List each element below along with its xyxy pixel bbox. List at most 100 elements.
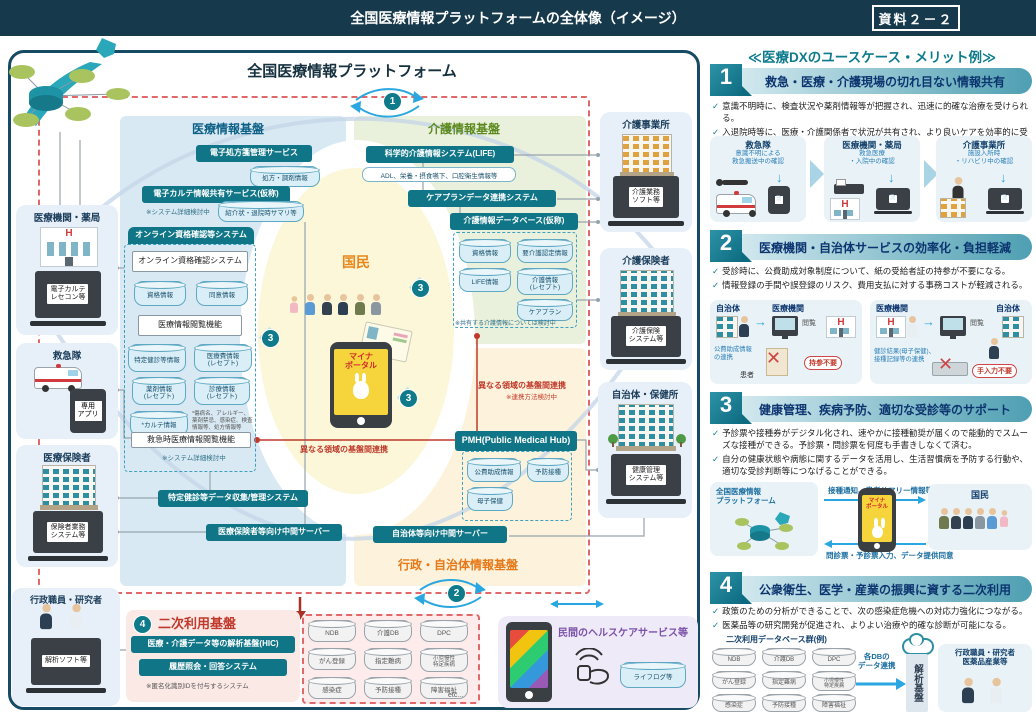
- hospital-windows: [46, 242, 92, 256]
- laptop-base: [874, 211, 912, 214]
- laptop-screen: 介護保険 システム等: [610, 316, 682, 357]
- keyboard-icon: [932, 362, 968, 376]
- person-icon: [999, 510, 1009, 527]
- ehr-laptop-icon: 電子カルテ レセコン等: [30, 271, 106, 331]
- ambulance-window: [742, 197, 752, 203]
- laptop-base: [608, 220, 684, 226]
- entity-care-insurer: 介護保険者 介護保険 システム等: [600, 248, 692, 370]
- entity-label: 自治体・保健所: [611, 390, 679, 401]
- citizen-people-icons: [288, 294, 382, 320]
- db-nanbyo: 指定難病: [364, 648, 412, 670]
- person-icon: [938, 508, 950, 529]
- to-label: 医療機関: [772, 304, 804, 313]
- lifelog-db: ライフログ等: [620, 662, 686, 688]
- laptop-icon: 📄: [986, 188, 1024, 216]
- building-base: [39, 505, 99, 510]
- from-label: 自治体: [716, 304, 740, 313]
- citizen-label: 国民: [342, 254, 370, 270]
- flow-label: 公費助成情報 の連携: [714, 346, 752, 361]
- usecase-2-number: 2: [710, 230, 752, 262]
- view-label: 閲覧: [802, 320, 816, 327]
- health-checkup-db: 特定健診等情報: [128, 344, 186, 372]
- usecase-3-bullets: ✓予診票や接種券がデジタル化され、速やかに接種勧奨が届くので能動的でスムーズな接…: [712, 428, 1034, 480]
- db-kaigodb: 介護DB: [762, 648, 806, 666]
- smartwatch-hand-icon: [575, 648, 610, 685]
- hospital-windows: [829, 328, 853, 334]
- down-arrow-icon: ↓: [888, 170, 895, 185]
- care-office-building-icon: [620, 134, 674, 177]
- hospital-windows: [879, 328, 903, 334]
- entity-label: 介護事業所: [622, 120, 670, 131]
- card-caption: 救急医療 ・入院中の確認: [849, 150, 895, 165]
- bullet: ✓政策のための分析ができることで、次の感染症危機への対応力強化につながる。: [712, 606, 1034, 618]
- careplan-system: ケアプランデータ連携システム: [408, 190, 556, 207]
- rabbit-mascot-icon: [353, 373, 369, 399]
- laptop-screen: 健康管理 システム等: [610, 454, 682, 497]
- entity-label: 介護保険者: [622, 256, 670, 267]
- document-number-badge: 資料２－２: [872, 5, 960, 31]
- db-shogai: 障害福祉: [420, 677, 468, 699]
- entity-medical-insurer: 医療保険者 保険者業務 システム等: [16, 445, 118, 567]
- student-icon: [321, 294, 333, 315]
- health-mgmt-laptop-icon: 健康管理 システム等: [606, 454, 686, 508]
- citizen-label: 国民: [970, 490, 989, 500]
- laptop-doc-icon: 📄: [1000, 195, 1010, 203]
- usecase-3-title: 健康管理、疾病予防、適切な受診等のサポート: [738, 396, 1032, 422]
- usecase-1-card-ambulance: 救急隊 意識不明による 救急搬送中の確認 ↓ 📄: [710, 136, 806, 222]
- no-paper-badge: 持参不要: [804, 356, 842, 370]
- ambulance-icon: [716, 191, 756, 217]
- care-insurer-laptop-icon: 介護保険 システム等: [606, 316, 686, 368]
- person-icon: [974, 508, 986, 529]
- laptop-icon: 📄: [874, 188, 912, 216]
- usecase-3-platform-card: 全国医療情報 プラットフォーム: [710, 482, 818, 556]
- doctor-icon: [906, 316, 918, 337]
- baby-icon: [289, 296, 299, 313]
- secondary-use-box: [126, 610, 300, 702]
- laptop-base: [30, 320, 106, 327]
- device-label: 解析ソフト等: [41, 655, 90, 668]
- public-subsidy-db: 公費助成情報: [467, 458, 521, 482]
- city-hall-icon: [615, 404, 677, 451]
- right-arrow-icon: →: [754, 314, 767, 329]
- monitor-icon: [940, 316, 966, 339]
- entity-care-provider: 介護事業所 介護業務 ソフト等: [600, 112, 692, 232]
- db-ndb: NDB: [308, 620, 356, 642]
- device-label: 介護保険 システム等: [625, 326, 667, 347]
- care-note: ※共有する介護情報については検討中: [455, 321, 556, 327]
- usecase-1-number: 1: [710, 64, 752, 96]
- phone-home-button: [357, 417, 365, 425]
- platform-title: 全国医療情報プラットフォーム: [247, 63, 457, 80]
- bullet-text: 自分の健康状態や病態に関するデータを活用し、生活習慣病を予防する行動や、適切な受…: [722, 453, 1028, 476]
- patient-label: 患者: [740, 372, 754, 379]
- marker-1: 1: [383, 92, 402, 111]
- care-receipt-db: 介護情報 (レセプト): [517, 268, 573, 295]
- flow-label: 健診結果(母子保健)、 接種記録等の連携: [874, 348, 935, 363]
- db-shoman: 小児慢性 特定疾病: [812, 671, 856, 691]
- bullet: ✓医薬品等の研究開発が促進され、よりよい治療や的確な診断が可能になる。: [712, 620, 1034, 632]
- card-title: 医療機関・薬局: [842, 140, 902, 150]
- life-note: ADL、栄養・摂食嚥下、口腔衛生情報等: [362, 167, 516, 182]
- usecase-3-phone: マイナ ポータル: [858, 488, 896, 552]
- db-ndb: NDB: [712, 648, 756, 666]
- building-base: [615, 446, 677, 451]
- db-yobo: 予防接種: [364, 677, 412, 699]
- hospital-icon: [830, 198, 860, 220]
- entity-municipality: 自治体・保健所 健康管理 システム等: [598, 382, 692, 518]
- check-icon: ✓: [712, 279, 720, 290]
- usecase-2-title: 医療機関・自治体サービスの効率化・負担軽減: [738, 234, 1032, 260]
- hic-analysis-base: 医療・介護データ等の解析基盤(HIC): [131, 636, 295, 653]
- right-arrow-icon: →: [922, 314, 935, 329]
- cross-domain-link-label-2: 異なる領域の基盤間連携: [478, 381, 566, 390]
- db-dpc: DPC: [812, 648, 856, 666]
- phone-home-button: [874, 543, 880, 549]
- emergency-viewer: 救急時医療情報閲覧機能: [131, 432, 251, 448]
- municipality-building-icon: [716, 316, 738, 338]
- arrow-bottom-label: 問診票・予診票入力、データ提供同意: [826, 551, 954, 560]
- chevron-right-icon: [810, 160, 824, 188]
- laptop-screen: 介護業務 ソフト等: [612, 176, 680, 219]
- entity-label: 医療機関・薬局: [33, 213, 101, 224]
- child-icon: [304, 294, 316, 315]
- down-arrow-icon: ↓: [776, 170, 783, 185]
- down-arrow-icon: ↓: [1000, 170, 1007, 185]
- card-title: 介護事業所: [962, 140, 1006, 150]
